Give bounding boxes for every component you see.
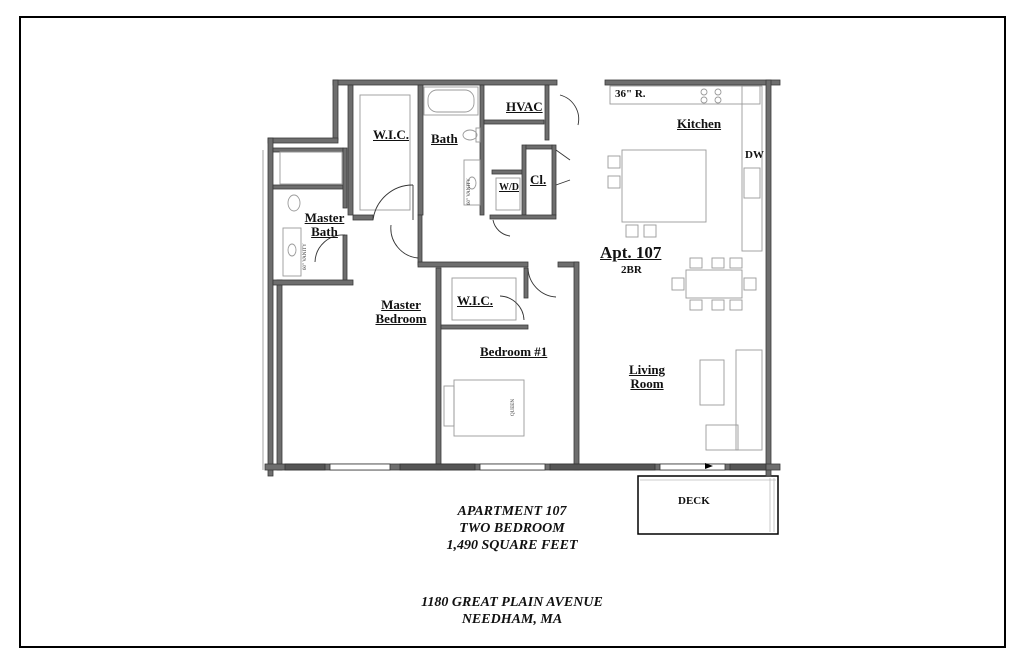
label-bedroom-count: 2BR <box>621 264 642 276</box>
caption-city: NEEDHAM, MA <box>461 612 563 627</box>
label-living-room: Living Room <box>628 362 666 391</box>
label-master-bedroom: Master Bedroom <box>375 297 427 326</box>
label-range: 36" R. <box>615 88 646 100</box>
label-closet: Cl. <box>530 172 547 187</box>
vanity-label-bath: 60" VANITY <box>467 178 472 205</box>
door-swings <box>314 94 580 321</box>
label-hvac: HVAC <box>506 99 543 114</box>
label-master-bath: Master Bath <box>304 210 345 239</box>
label-bath: Bath <box>431 131 458 146</box>
windows <box>284 463 767 471</box>
caption-square-feet: 1,490 SQUARE FEET <box>446 538 578 553</box>
label-washer-dryer: W/D <box>499 182 519 193</box>
queen-label: QUEEN <box>511 399 516 416</box>
deck <box>637 475 779 535</box>
label-dw: DW <box>745 149 764 161</box>
fixtures <box>262 85 763 470</box>
label-wic-2: W.I.C. <box>457 293 494 308</box>
label-bedroom-1: Bedroom #1 <box>480 344 548 359</box>
label-deck: DECK <box>678 495 710 507</box>
deck-boards <box>640 478 776 532</box>
slider-arrow-icon <box>705 463 713 469</box>
vanity-label-master: 60" VANITY <box>303 243 308 270</box>
caption-street: 1180 GREAT PLAIN AVENUE <box>421 595 603 610</box>
caption-bedrooms: TWO BEDROOM <box>459 521 565 536</box>
label-apartment: Apt. 107 <box>600 243 662 262</box>
label-wic-1: W.I.C. <box>373 127 410 142</box>
walls <box>264 79 781 477</box>
page-frame <box>19 16 1006 648</box>
label-kitchen: Kitchen <box>677 116 722 131</box>
caption-apartment: APARTMENT 107 <box>457 504 567 519</box>
